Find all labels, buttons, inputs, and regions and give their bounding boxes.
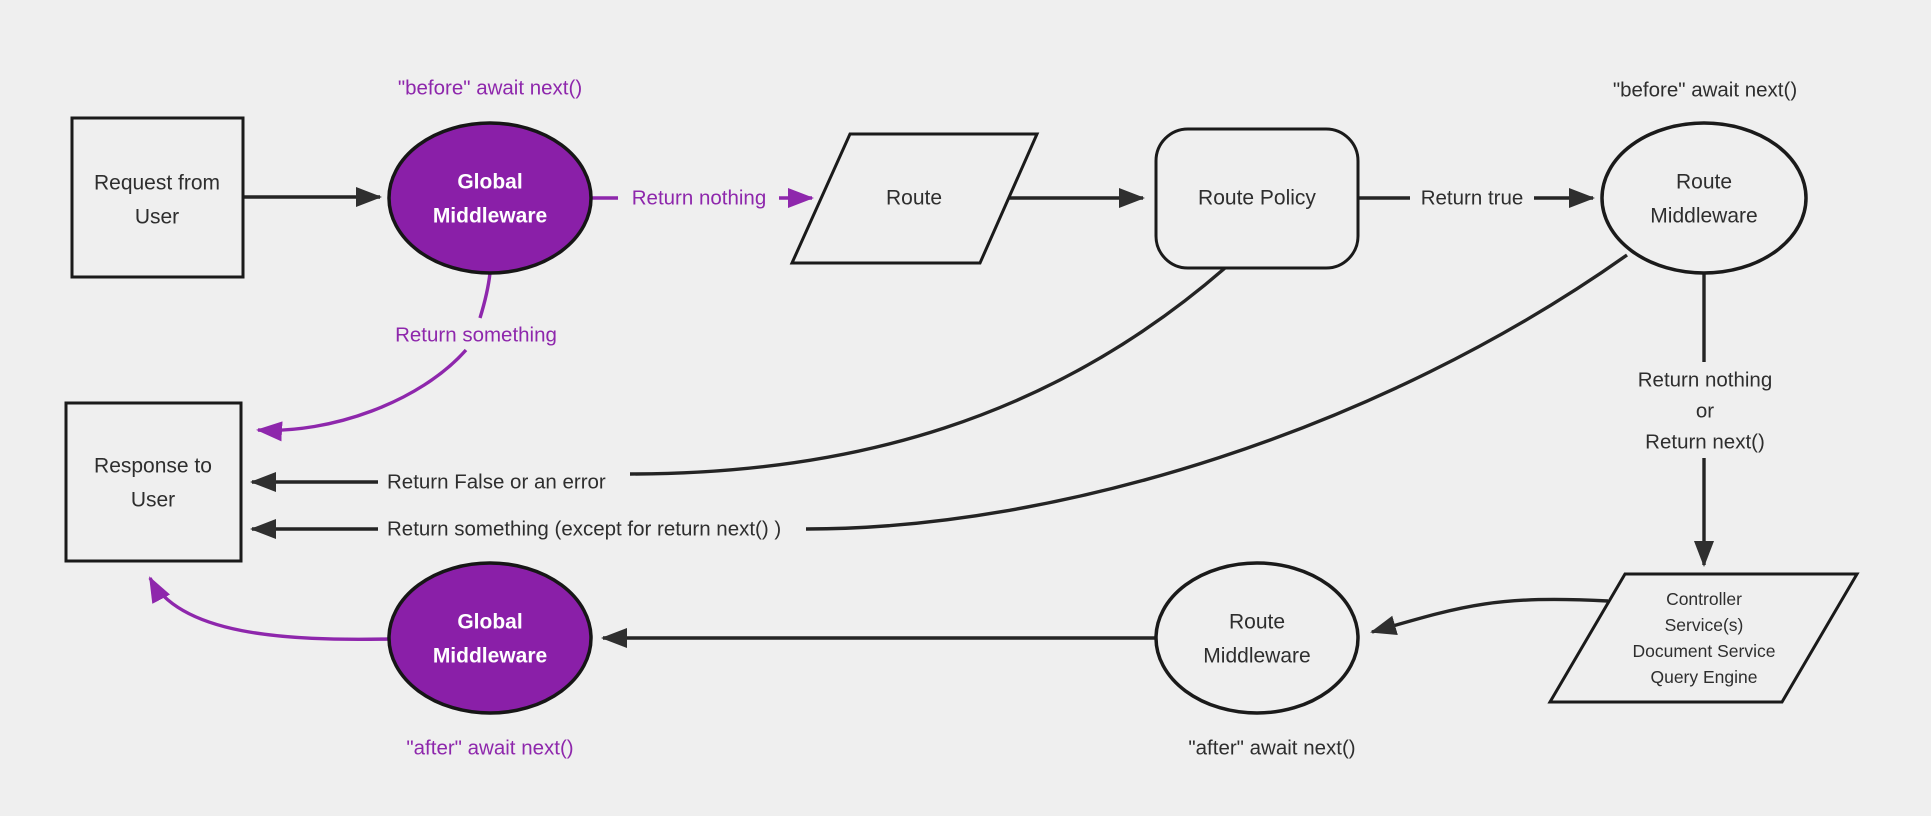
label-return-nothing-or-line2: or	[1696, 400, 1714, 423]
node-services	[1547, 572, 1860, 704]
global-mw-bottom-line1: Global	[457, 611, 522, 634]
services-line2: Service(s)	[1665, 615, 1744, 635]
route-policy-label: Route Policy	[1198, 187, 1316, 210]
route-mw-bottom-line1: Route	[1229, 611, 1285, 634]
edge-global-top-return-something-stub	[478, 272, 492, 319]
edge-labels: "before" await next() Return nothing Ret…	[387, 77, 1797, 760]
edge-global-bottom-to-response	[148, 576, 390, 642]
node-route-policy	[1154, 127, 1360, 270]
edge-policy-to-response-curve	[629, 266, 1227, 476]
route-mw-top-line1: Route	[1676, 171, 1732, 194]
request-label-line2: User	[135, 206, 179, 229]
global-mw-top-line2: Middleware	[433, 205, 547, 228]
global-mw-top-line1: Global	[457, 171, 522, 194]
node-global-middleware-top	[387, 121, 593, 275]
edge-services-to-routemw-bottom	[1370, 597, 1609, 635]
nodes: Request from User Global Middleware Rout…	[64, 116, 1860, 715]
request-label-line1: Request from	[94, 172, 220, 195]
node-route	[789, 132, 1040, 265]
label-before-await-top: "before" await next()	[398, 77, 582, 100]
services-line3: Document Service	[1633, 641, 1776, 661]
edge-routemw-to-response-curve	[805, 253, 1628, 531]
route-mw-top-line2: Middleware	[1650, 205, 1757, 228]
node-global-middleware-bottom	[387, 561, 593, 715]
node-response-to-user	[64, 401, 243, 563]
node-route-middleware-top	[1600, 121, 1808, 275]
label-return-something-except: Return something (except for return next…	[387, 518, 781, 541]
services-line1: Controller	[1666, 589, 1742, 609]
node-route-middleware-bottom	[1154, 561, 1360, 715]
route-label: Route	[886, 187, 942, 210]
services-line4: Query Engine	[1650, 667, 1757, 687]
label-return-false-error: Return False or an error	[387, 471, 606, 494]
response-label-line1: Response to	[94, 455, 212, 478]
label-before-await-right: "before" await next()	[1613, 79, 1797, 102]
label-return-nothing-or-line3: Return next()	[1645, 431, 1765, 454]
label-return-true: Return true	[1421, 187, 1524, 210]
route-mw-bottom-line2: Middleware	[1203, 645, 1310, 668]
edges	[148, 187, 1714, 648]
response-label-line2: User	[131, 489, 175, 512]
edge-global-top-to-response	[256, 348, 468, 442]
label-return-something: Return something	[395, 324, 557, 347]
node-request-from-user	[70, 116, 245, 279]
global-mw-bottom-line2: Middleware	[433, 645, 547, 668]
label-after-await-left: "after" await next()	[406, 737, 573, 760]
label-return-nothing: Return nothing	[632, 187, 766, 210]
label-return-nothing-or-line1: Return nothing	[1638, 369, 1772, 392]
label-after-await-mid: "after" await next()	[1188, 737, 1355, 760]
